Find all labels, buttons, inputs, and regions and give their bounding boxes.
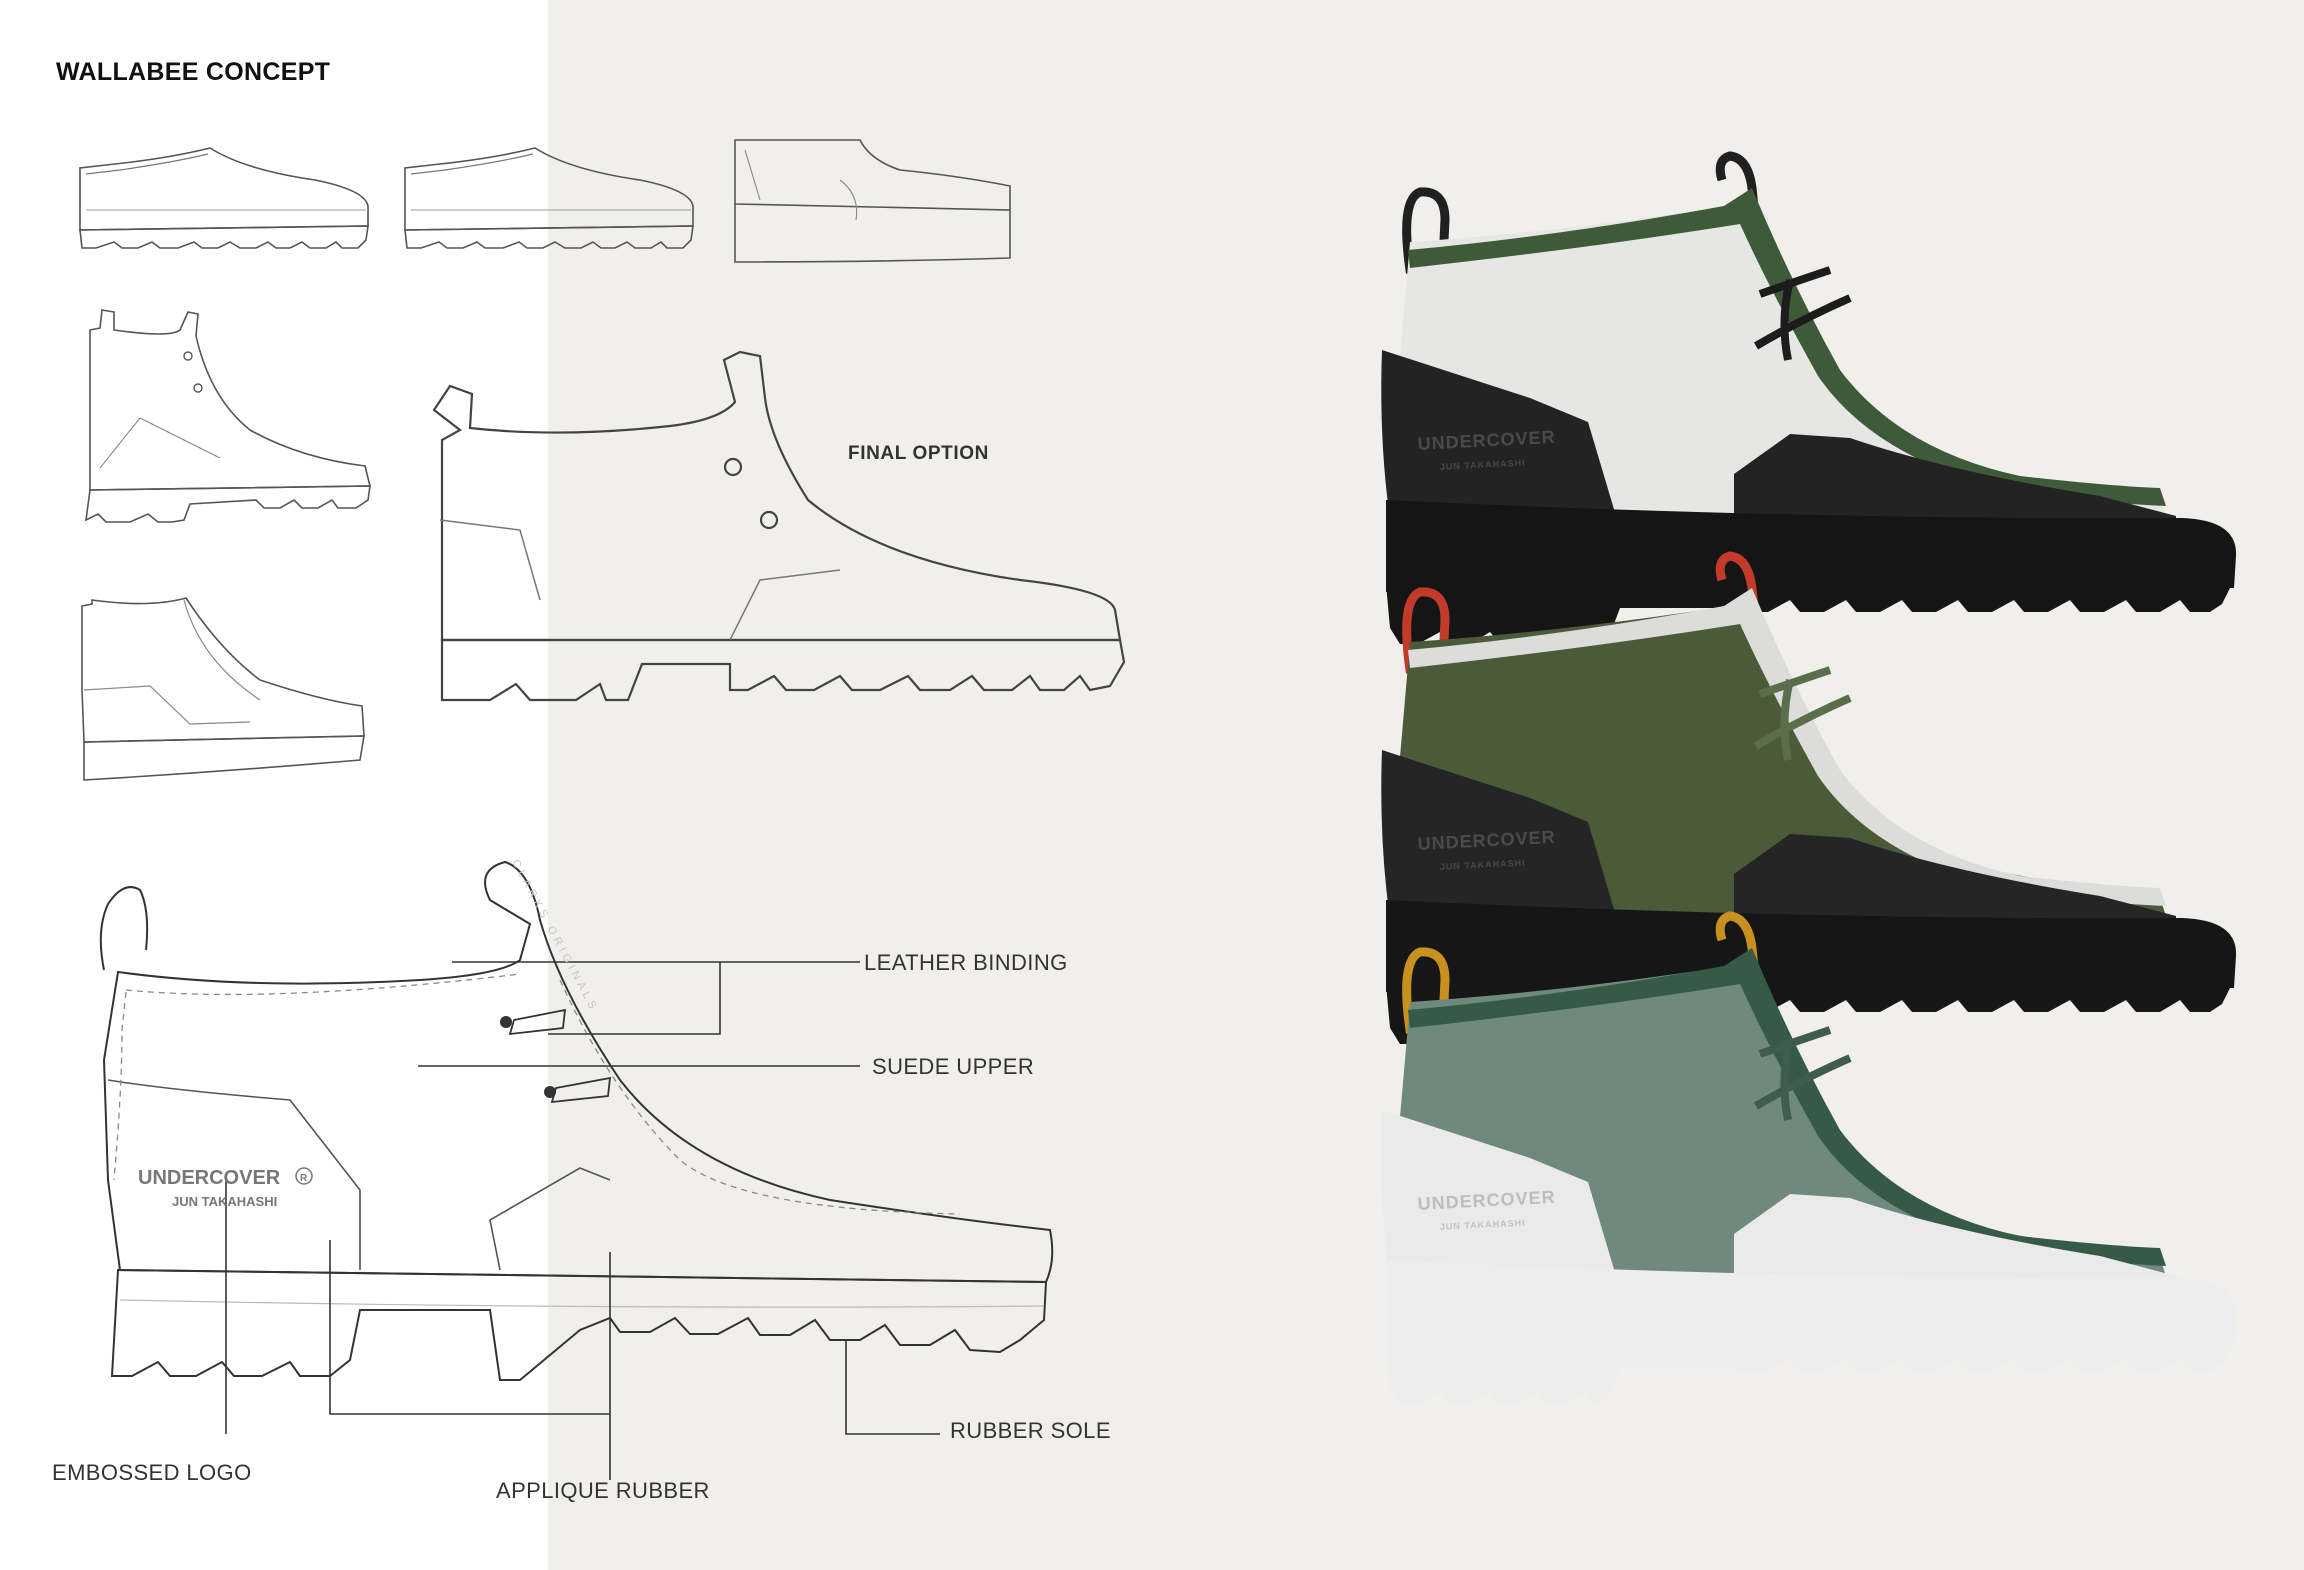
sketch-technical-callout: [99, 860, 1054, 1381]
colorway-green-white: UNDERCOVER JUN TAKAHASHI: [1381, 151, 2237, 644]
callout-rubber-sole: RUBBER SOLE: [950, 1418, 1111, 1443]
svg-text:JUN TAKAHASHI: JUN TAKAHASHI: [1440, 458, 1526, 472]
colorway-teal-white: UNDERCOVER JUN TAKAHASHI: [1381, 911, 2237, 1404]
page-title: WALLABEE CONCEPT: [56, 58, 331, 86]
svg-text:JUN TAKAHASHI: JUN TAKAHASHI: [1440, 1218, 1526, 1232]
leader-rubber-sole: [845, 1340, 940, 1435]
logo-subline-text: JUN TAKAHASHI: [172, 1194, 277, 1209]
callout-leather-binding: LEATHER BINDING: [864, 950, 1068, 975]
sketch-boot-3: [81, 597, 365, 781]
logo-brand-text: UNDERCOVER: [138, 1167, 281, 1189]
svg-text:JUN TAKAHASHI: JUN TAKAHASHI: [1440, 858, 1526, 872]
embossed-logo-mark: UNDERCOVER R JUN TAKAHASHI: [138, 1167, 313, 1209]
callout-embossed-logo: EMBOSSED LOGO: [52, 1460, 252, 1485]
leader-applique-rubber: [329, 1240, 611, 1415]
sketch-low-3: [734, 139, 1011, 263]
registered-mark-icon: [295, 1167, 313, 1185]
leader-leather-binding: [452, 961, 860, 1035]
final-option-label: FINAL OPTION: [848, 443, 989, 464]
registered-mark-text: R: [300, 1173, 308, 1184]
sketch-final-option: [432, 350, 1126, 702]
callout-suede-upper: SUEDE UPPER: [872, 1054, 1035, 1079]
callout-lines: [225, 961, 940, 1480]
callout-applique-rubber: APPLIQUE RUBBER: [496, 1478, 710, 1503]
